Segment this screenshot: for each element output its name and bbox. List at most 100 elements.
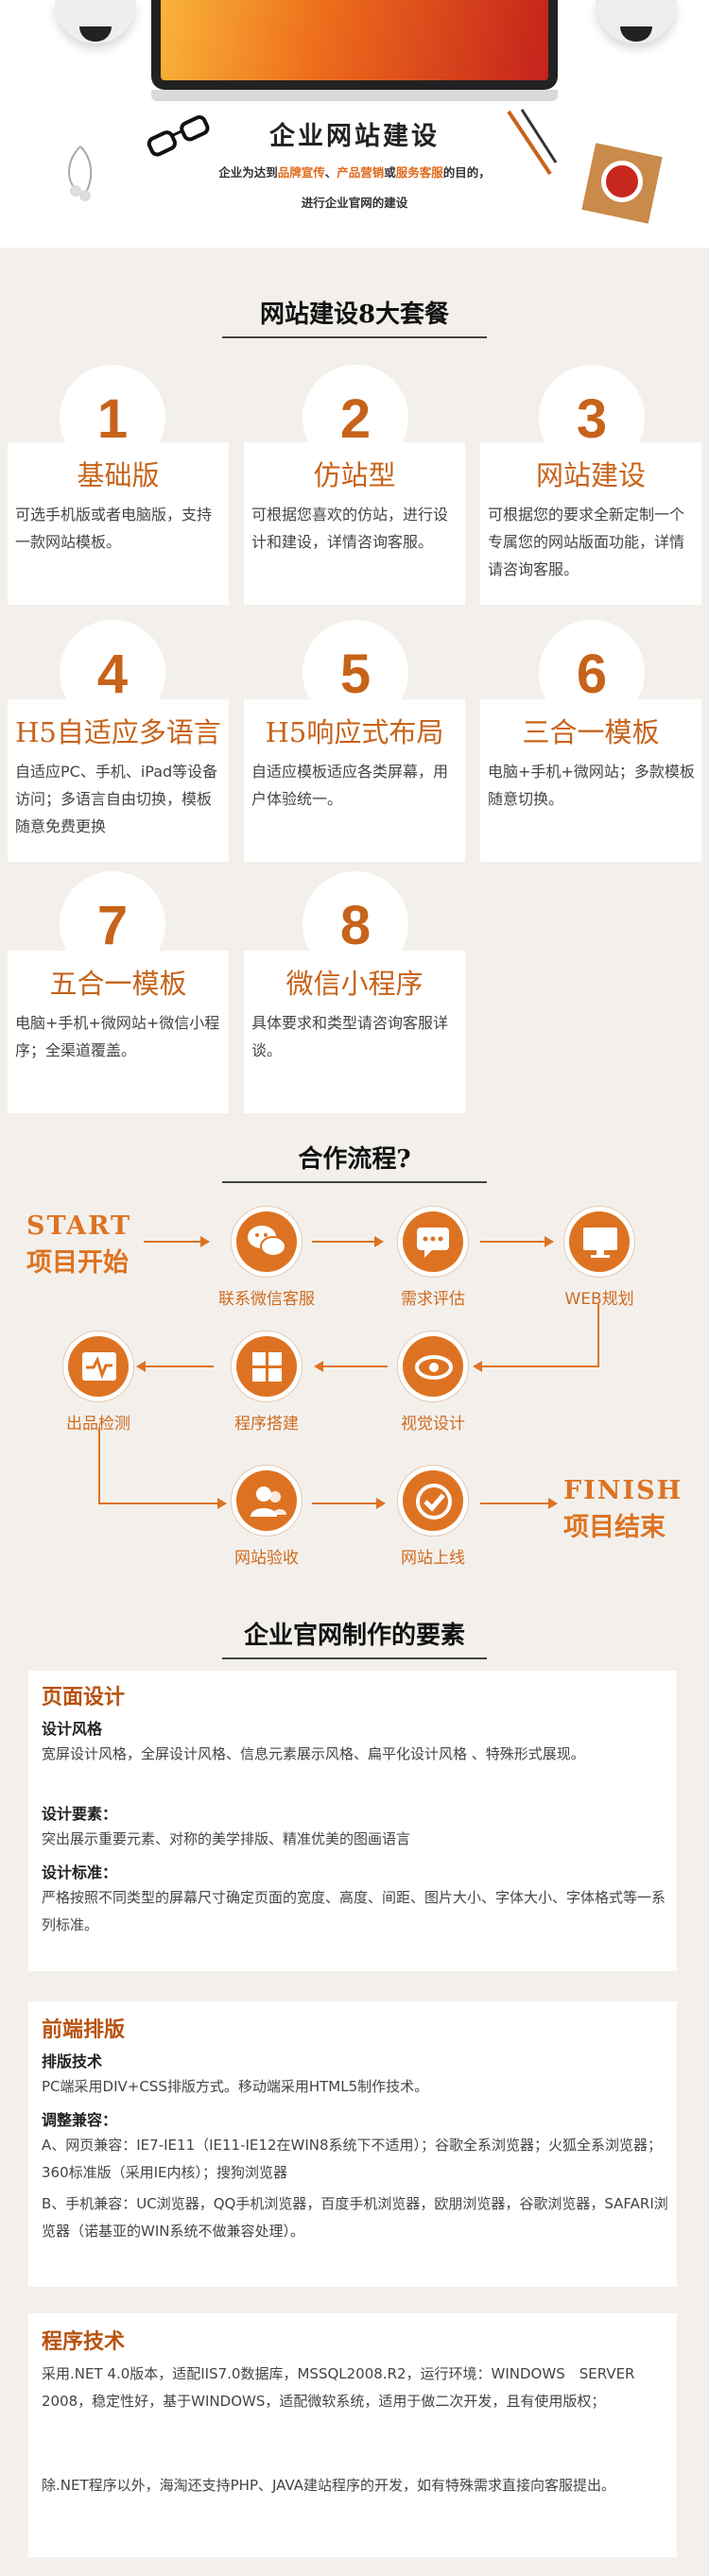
arrow-head [548,1498,558,1509]
package-text: 自适应模板适应各类屏幕，用户体验统一。 [251,763,449,808]
elements-title: 企业官网制作的要素 [243,1622,465,1650]
process-step-label: 视觉设计 [401,1415,465,1434]
elements-title-underline [222,1657,487,1659]
process-title: 合作流程? [298,1145,411,1174]
check-icon [416,1484,452,1520]
flow-arrow [480,1503,550,1504]
hero-description-line2: 进行企业官网的建设 [301,196,408,210]
package-card[interactable]: 仿站型可根据您喜欢的仿站，进行设计和建设，详情咨询客服。 [244,442,465,605]
program-heading: 程序技术 [42,2329,126,2354]
package-title: 仿站型 [313,459,396,491]
package-text: 具体要求和类型请咨询客服详谈。 [251,1014,449,1059]
package-card[interactable]: H5响应式布局自适应模板适应各类屏幕，用户体验统一。 [244,699,465,862]
arrow-head [545,1236,554,1247]
process-title-underline [222,1181,487,1183]
process-step-label: 程序搭建 [234,1415,299,1434]
frontend-subheading: 排版技术 [42,2052,103,2070]
finish-label-cn: 项目结束 [563,1513,666,1542]
program-paragraph: 除.NET程序以外，海淘还支持PHP、JAVA建站程序的开发，如有特殊需求直接向… [42,2477,616,2494]
monitor-stand [151,90,558,101]
package-title: 基础版 [77,459,160,491]
eye-icon [415,1355,453,1380]
pens-icon [507,109,558,176]
start-label: START [26,1211,132,1241]
package-card[interactable]: 网站建设可根据您的要求全新定制一个专属您的网站版面功能，详情请咨询客服。 [480,442,701,605]
package-title: 微信小程序 [285,968,424,1000]
monitor-illustration [151,0,558,90]
arrow-head [376,1498,386,1509]
package-text: 电脑+手机+微网站；多款模板随意切换。 [488,763,695,808]
flow-arrow [480,1365,599,1367]
start-label-cn: 项目开始 [26,1248,129,1278]
frontend-paragraph: A、网页兼容：IE7-IE11（IE11-IE12在WIN8系统下不适用）；谷歌… [42,2137,663,2181]
flow-arrow [321,1365,388,1367]
glasses-icon [147,115,210,157]
flow-connector [597,1304,599,1366]
monitor-icon [583,1228,617,1258]
process-step-wechat [231,1206,303,1278]
arrow-head [200,1236,210,1247]
process-step-users [231,1465,303,1537]
package-card[interactable]: 五合一模板电脑+手机+微网站+微信小程序；全渠道覆盖。 [8,951,229,1113]
program-paragraph: 采用.NET 4.0版本，适配IIS7.0数据库，MSSQL2008.R2，运行… [42,2365,635,2410]
design-paragraph: 宽屏设计风格，全屏设计风格、信息元素展示风格、扁平化设计风格 、特殊形式展现。 [42,1745,585,1762]
flow-arrow [144,1241,202,1243]
design-subheading: 设计标准： [42,1863,118,1881]
wechat-icon [248,1226,286,1257]
package-title: 五合一模板 [49,968,187,1000]
process-step-eye [397,1331,469,1402]
flow-arrow [480,1241,546,1243]
arrow-head [136,1361,146,1372]
package-card[interactable]: 基础版可选手机版或者电脑版，支持一款网站模板。 [8,442,229,605]
package-text: 可根据您的要求全新定制一个专属您的网站版面功能，详情请咨询客服。 [488,506,685,578]
arrow-head [217,1498,227,1509]
package-text: 可选手机版或者电脑版，支持一款网站模板。 [15,506,213,551]
design-heading: 页面设计 [42,1685,126,1709]
packages-title: 网站建设8大套餐 [259,301,450,329]
package-text: 电脑+手机+微网站+微信小程序；全渠道覆盖。 [15,1014,220,1059]
flow-arrow [98,1503,219,1504]
frontend-heading: 前端排版 [42,2018,126,2042]
package-text: 自适应PC、手机、iPad等设备访问；多语言自由切换，模板随意免费更换 [15,763,218,835]
flow-arrow [144,1365,214,1367]
users-icon [251,1486,286,1517]
frontend-subheading: 调整兼容： [42,2111,118,2129]
frontend-section: 前端排版 排版技术 PC端采用DIV+CSS排版方式。移动端采用HTML5制作技… [28,2001,677,2287]
package-title: 三合一模板 [522,716,660,748]
design-subheading: 设计风格 [42,1720,103,1738]
finish-label: FINISH [563,1476,683,1505]
frontend-paragraph: B、手机兼容：UC浏览器，QQ手机浏览器，百度手机浏览器，欧朋浏览器，谷歌浏览器… [42,2195,668,2240]
arrow-head [473,1361,482,1372]
pulse-icon [82,1352,116,1381]
package-card[interactable]: H5自适应多语言自适应PC、手机、iPad等设备访问；多语言自由切换，模板随意免… [8,699,229,862]
design-subheading: 设计要素： [42,1805,118,1823]
process-step-label: 网站验收 [234,1549,299,1568]
process-step-chat [397,1206,469,1278]
package-title: H5响应式布局 [265,716,444,748]
process-step-label: 出品检测 [66,1415,130,1434]
design-paragraph: 严格按照不同类型的屏幕尺寸确定页面的宽度、高度、间距、图片大小、字体大小、字体格… [42,1889,666,1933]
design-section: 页面设计 设计风格 宽屏设计风格，全屏设计风格、信息元素展示风格、扁平化设计风格… [28,1671,677,1971]
earphones-icon [68,146,93,201]
process-step-pulse [62,1331,134,1402]
package-card[interactable]: 三合一模板电脑+手机+微网站；多款模板随意切换。 [480,699,701,862]
packages-title-underline [222,336,487,338]
chat-icon [417,1228,449,1258]
arrow-head [374,1236,384,1247]
program-section: 程序技术 采用.NET 4.0版本，适配IIS7.0数据库，MSSQL2008.… [28,2313,677,2557]
process-step-monitor [563,1206,635,1278]
flow-arrow [312,1241,376,1243]
flow-arrow [312,1503,378,1504]
process-step-check [397,1465,469,1537]
windows-icon [252,1352,282,1382]
frontend-paragraph: PC端采用DIV+CSS排版方式。移动端采用HTML5制作技术。 [42,2078,429,2095]
package-card[interactable]: 微信小程序具体要求和类型请咨询客服详谈。 [244,951,465,1113]
process-step-label: 联系微信客服 [218,1290,315,1309]
package-title: H5自适应多语言 [15,716,221,748]
design-paragraph: 突出展示重要元素、对称的美学排版、精准优美的图画语言 [42,1830,411,1847]
hero-description: 企业为达到品牌宣传、产品营销或服务客服的目的， [218,165,491,180]
package-text: 可根据您喜欢的仿站，进行设计和建设，详情咨询客服。 [251,506,449,551]
process-step-windows [231,1331,303,1402]
process-step-label: 需求评估 [401,1290,465,1309]
package-title: 网站建设 [535,459,646,491]
